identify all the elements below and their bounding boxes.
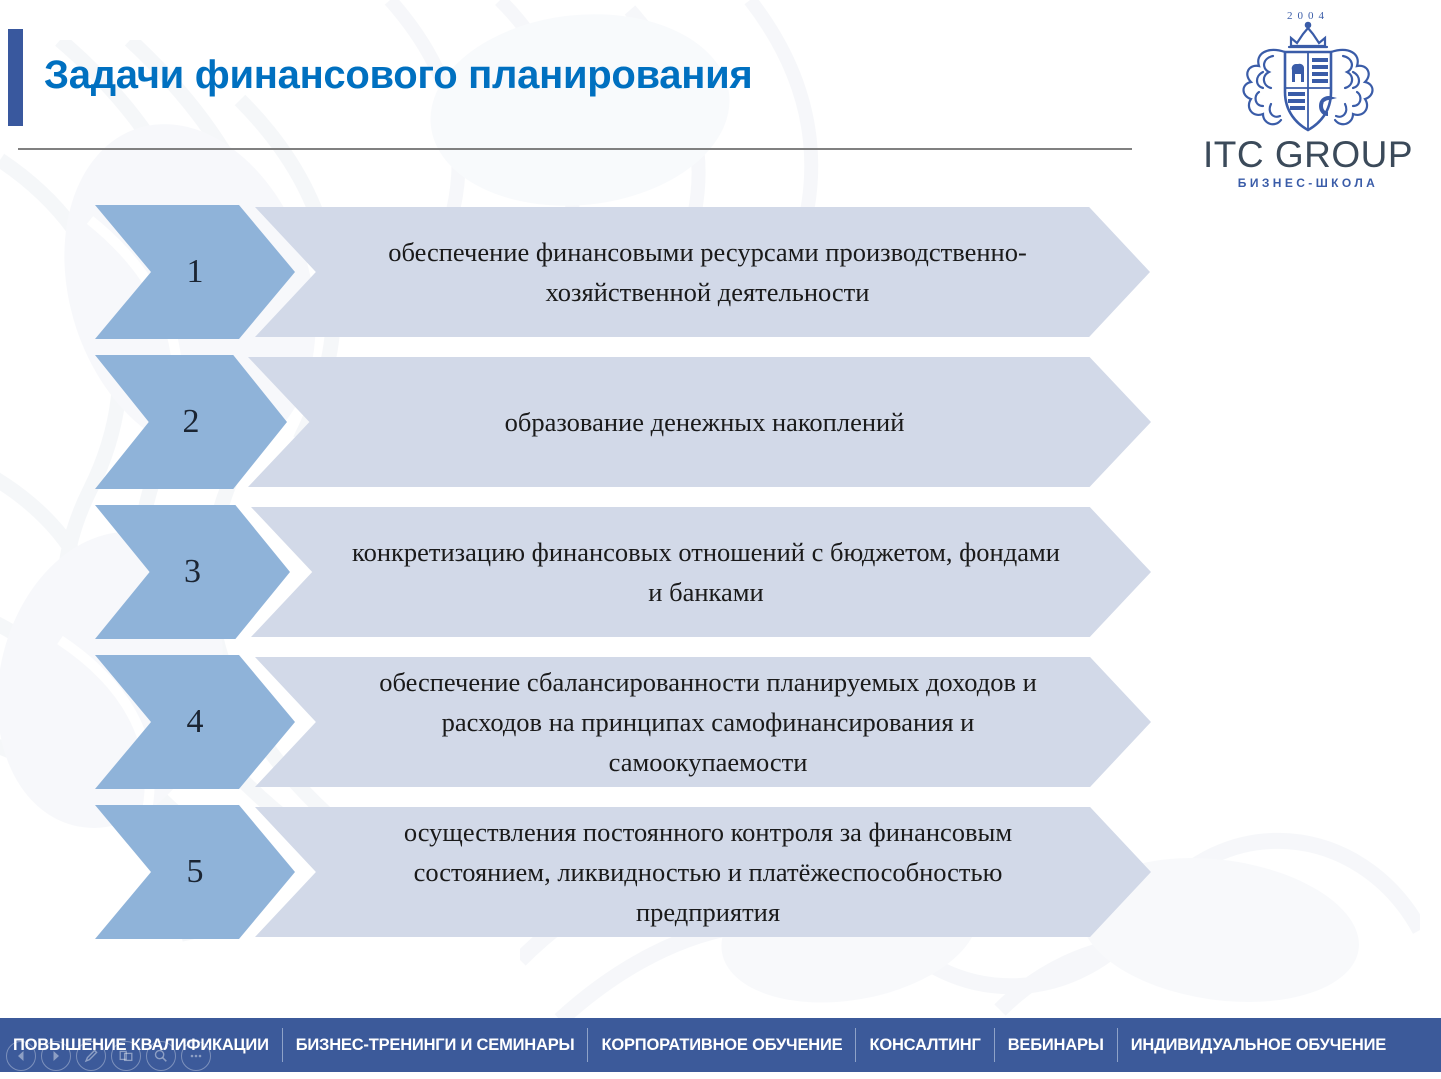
itc-group-logo: 2004 — [1188, 4, 1428, 194]
chevron-number-5: 5 — [95, 805, 295, 939]
chevron-text-label: обеспечение финансовыми ресурсами произв… — [388, 237, 1027, 307]
chevron-text-label: осуществления постоянного контроля за фи… — [403, 817, 1013, 927]
logo-subtitle: БИЗНЕС-ШКОЛА — [1237, 176, 1379, 190]
chevron-list: 1 обеспечение финансовыми ресурсами прои… — [95, 205, 1151, 939]
next-slide-icon — [49, 1049, 63, 1063]
footer-item-business-trainings[interactable]: БИЗНЕС-ТРЕНИНГИ И СЕМИНАРЫ — [295, 1035, 575, 1054]
title-accent-bar — [8, 29, 23, 126]
header-divider — [18, 148, 1132, 150]
footer-divider — [281, 1028, 283, 1062]
all-slides-button[interactable] — [111, 1041, 141, 1071]
footer-item-consulting[interactable]: КОНСАЛТИНГ — [869, 1035, 981, 1054]
chevron-number-label: 4 — [186, 703, 204, 740]
footer-item-corporate-training[interactable]: КОРПОРАТИВНОЕ ОБУЧЕНИЕ — [601, 1035, 843, 1054]
chevron-number-3: 3 — [95, 505, 290, 639]
footer-item-individual-training[interactable]: ИНДИВИДУАЛЬНОЕ ОБУЧЕНИЕ — [1130, 1035, 1387, 1054]
footer-divider — [1116, 1028, 1118, 1062]
all-slides-icon — [118, 1048, 134, 1064]
zoom-button[interactable] — [146, 1041, 176, 1071]
chevron-text-1: обеспечение финансовыми ресурсами произв… — [255, 207, 1150, 337]
footer-divider — [855, 1028, 857, 1062]
chevron-text-5: осуществления постоянного контроля за фи… — [255, 807, 1151, 937]
chevron-number-4: 4 — [95, 655, 295, 789]
next-slide-button[interactable] — [41, 1041, 71, 1071]
footer-item-webinars[interactable]: ВЕБИНАРЫ — [1007, 1035, 1104, 1054]
more-options-button[interactable] — [181, 1041, 211, 1071]
chevron-number-label: 5 — [186, 853, 204, 890]
logo-name: ITC GROUP — [1202, 134, 1414, 175]
chevron-text-label: образование денежных накоплений — [504, 407, 905, 437]
chevron-number-2: 2 — [95, 355, 287, 489]
footer-divider — [587, 1028, 589, 1062]
presenter-controls — [6, 1041, 211, 1071]
chevron-text-3: конкретизацию финансовых отношений с бюд… — [251, 507, 1151, 637]
chevron-text-2: образование денежных накоплений — [248, 357, 1151, 487]
previous-slide-icon — [14, 1049, 28, 1063]
pen-button[interactable] — [76, 1041, 106, 1071]
chevron-text-4: обеспечение сбалансированности планируем… — [255, 657, 1151, 787]
page-title: Задачи финансового планирования — [44, 53, 753, 97]
footer-bar: ПОВЫШЕНИЕ КВАЛИФИКАЦИИ БИЗНЕС-ТРЕНИНГИ И… — [0, 1018, 1441, 1072]
pen-icon — [83, 1048, 99, 1064]
chevron-number-label: 1 — [186, 253, 204, 290]
chevron-number-label: 3 — [184, 553, 201, 590]
chevron-text-label: обеспечение сбалансированности планируем… — [379, 667, 1037, 777]
chevron-text-label: конкретизацию финансовых отношений с бюд… — [352, 537, 1060, 607]
chevron-number-1: 1 — [95, 205, 295, 339]
footer-divider — [993, 1028, 995, 1062]
more-options-icon — [188, 1048, 204, 1064]
previous-slide-button[interactable] — [6, 1041, 36, 1071]
heraldic-shield-crest-icon — [1233, 20, 1383, 145]
logo-year: 2004 — [1287, 10, 1329, 22]
chevron-number-label: 2 — [182, 403, 200, 440]
zoom-icon — [153, 1048, 169, 1064]
